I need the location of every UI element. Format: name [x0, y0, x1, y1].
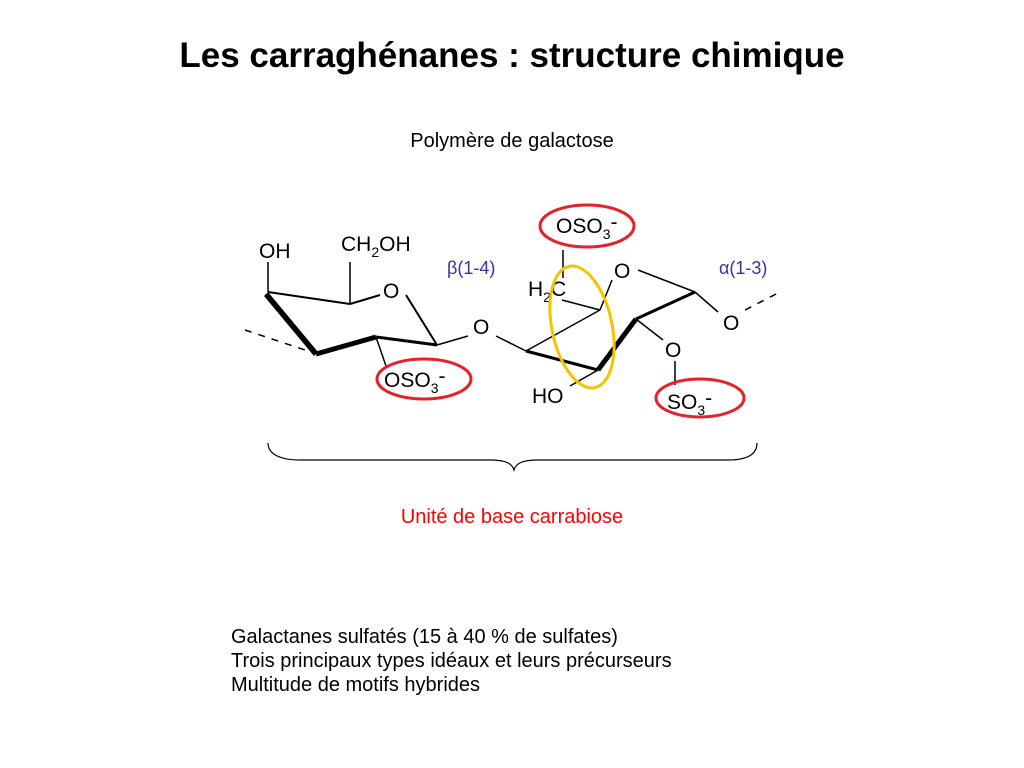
- ho-bond: [569, 369, 599, 387]
- summary-line: Multitude de motifs hybrides: [231, 674, 481, 696]
- right-chain-continuation: [744, 291, 781, 311]
- oh-label: OH: [259, 240, 291, 263]
- right-ring-bond-o-right: [637, 269, 696, 293]
- o-sub-label: O: [665, 339, 681, 362]
- oso3-left-label: OSO3-: [384, 365, 445, 396]
- h2c-bridge-bond: [561, 299, 601, 311]
- glycosidic-bridge: [436, 335, 527, 352]
- anhydro-bridge-highlight: [548, 264, 616, 390]
- left-ring-bond-o-right: [405, 294, 438, 346]
- right-o-bond: [694, 291, 719, 313]
- left-ring-bold-front: [315, 334, 377, 357]
- left-galactose-ring: [244, 262, 438, 367]
- bridge-o-label: O: [473, 316, 489, 339]
- bridge-bond-left: [436, 335, 469, 346]
- left-ring-bond-top: [267, 291, 351, 305]
- bridge-bond-right: [495, 335, 527, 352]
- right-ring-o-label: O: [614, 260, 630, 283]
- left-ring-wedge-left: [264, 292, 318, 356]
- slide-title: Les carraghénanes : structure chimique: [179, 36, 845, 75]
- alpha-linkage-label: α(1-3): [719, 258, 767, 278]
- right-ring-bond-back: [525, 309, 601, 352]
- o-sub-bond: [635, 318, 664, 341]
- slide-subtitle: Polymère de galactose: [410, 130, 614, 152]
- oso3-top-label: OSO3-: [556, 211, 617, 242]
- h2c-label: H2C: [528, 278, 566, 305]
- right-o-label: O: [723, 312, 739, 335]
- oso3-bond-left: [375, 336, 387, 367]
- ho-label: HO: [532, 385, 564, 408]
- summary-lines: Galactanes sulfatés (15 à 40 % de sulfat…: [231, 625, 672, 697]
- carrabiose-unit-label: Unité de base carrabiose: [400, 506, 624, 528]
- right-ring-bond-to-o: [599, 279, 613, 311]
- ch2oh-label: CH2OH: [341, 233, 411, 260]
- left-ring-bond-front-right: [375, 335, 438, 347]
- summary-line: Trois principaux types idéaux et leurs p…: [231, 650, 672, 672]
- so3-highlight: [654, 377, 746, 419]
- beta-linkage-label: β(1-4): [447, 258, 495, 278]
- oso3-top-highlight: [538, 203, 636, 249]
- right-ring-bond-right: [635, 290, 696, 321]
- oso3-left-highlight: [375, 357, 473, 401]
- repeat-unit-brace: [267, 442, 758, 473]
- summary-line: Galactanes sulfatés (15 à 40 % de sulfat…: [231, 626, 618, 648]
- right-ring-bold-front: [595, 317, 639, 372]
- left-ring-bond-to-o: [349, 294, 381, 305]
- left-ring-o-label: O: [383, 280, 399, 303]
- left-chain-continuation: [244, 329, 315, 354]
